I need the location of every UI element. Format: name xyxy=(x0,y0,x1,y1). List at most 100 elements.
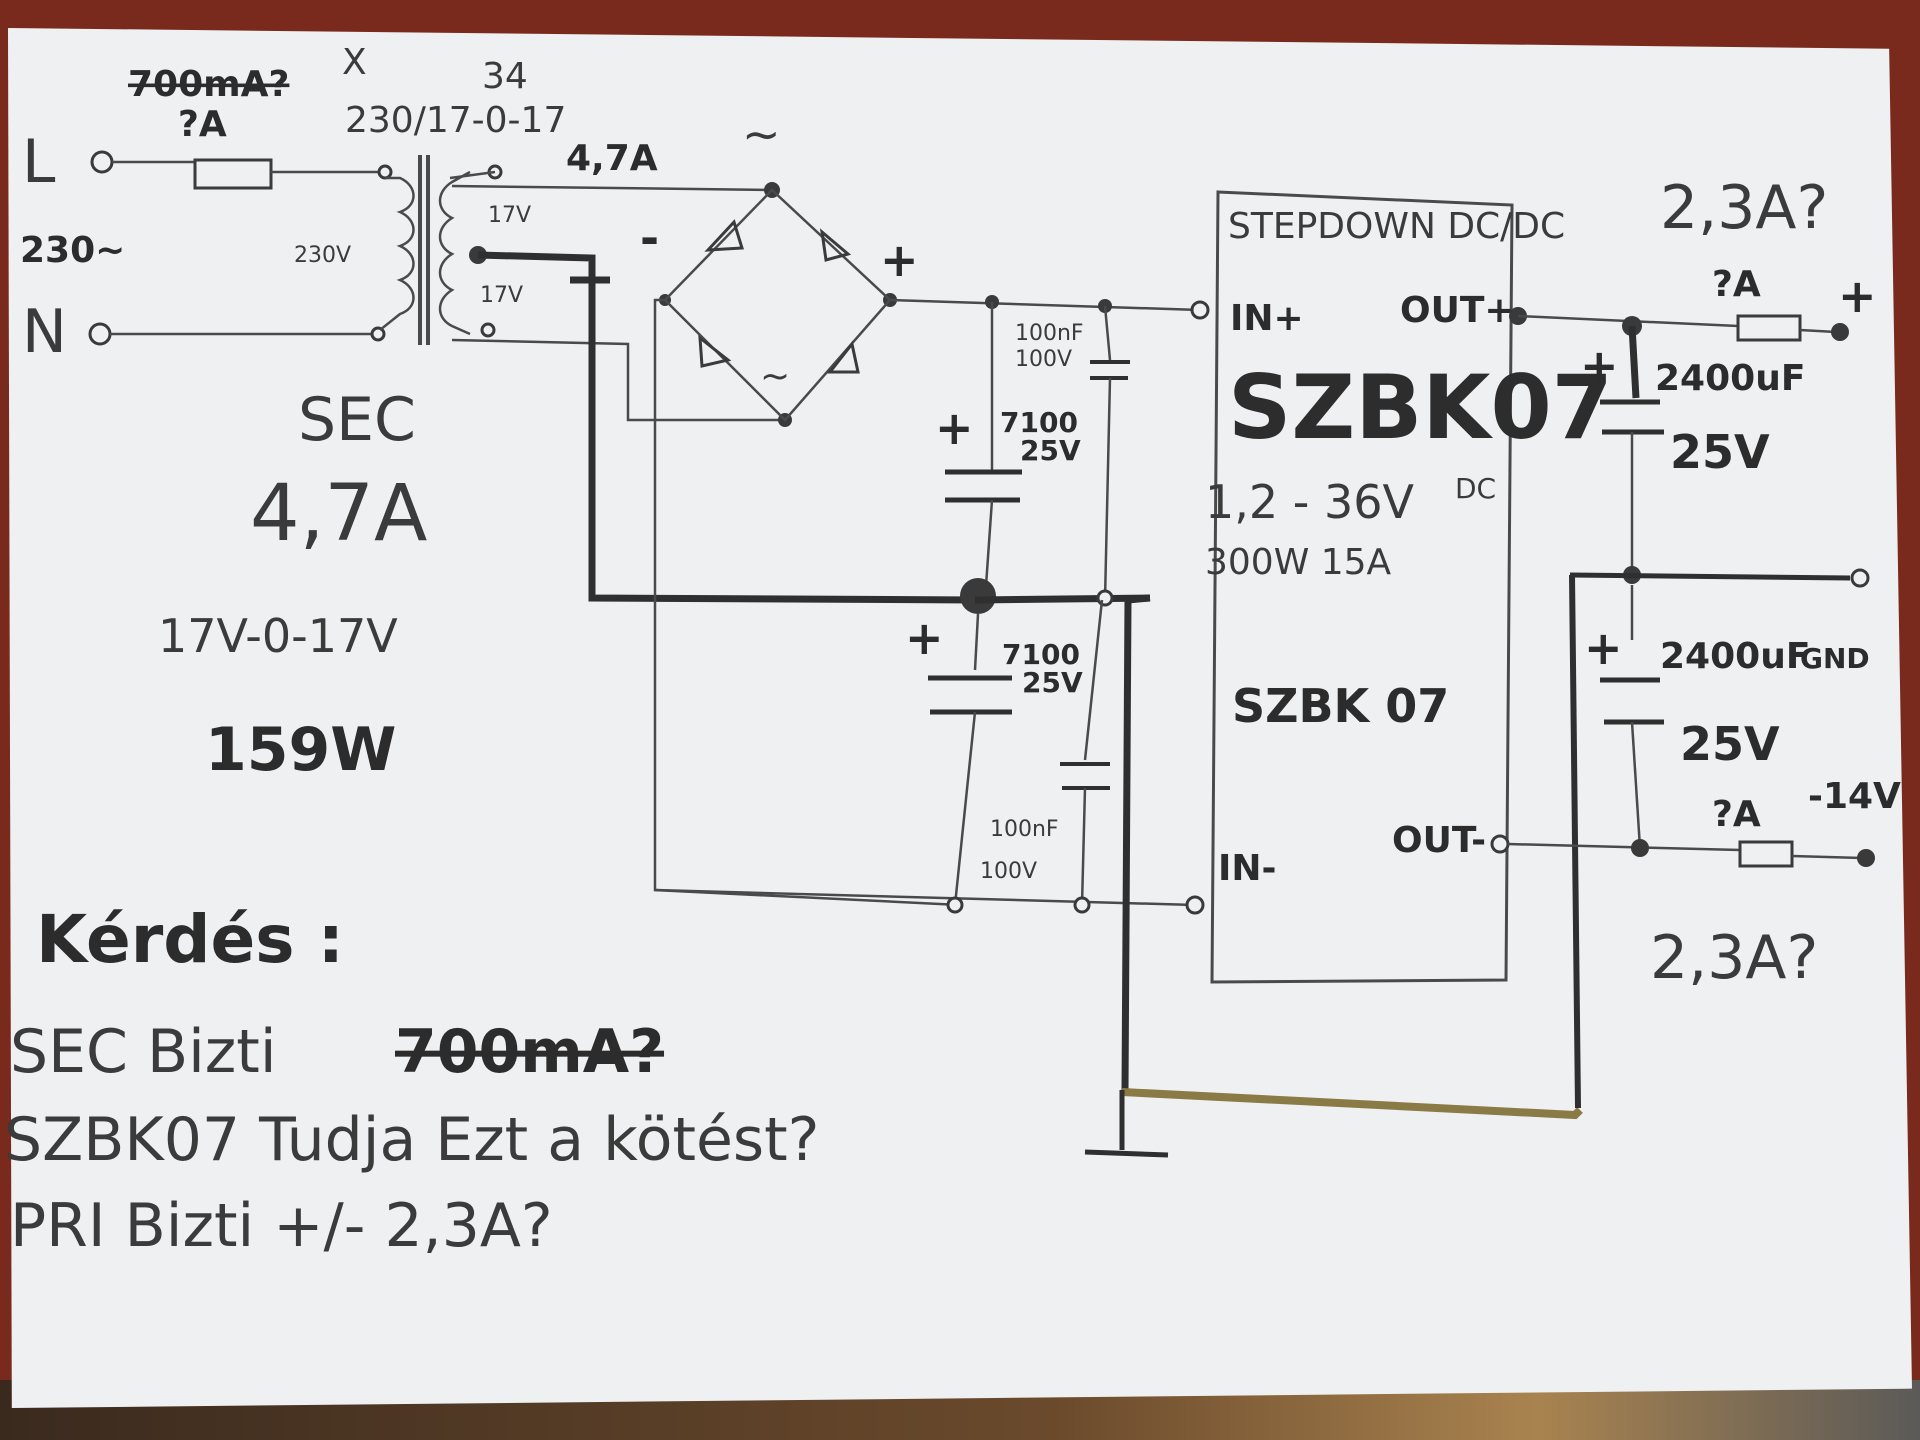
question-2: SZBK07 Tudja Ezt a kötést? xyxy=(4,1105,820,1175)
secondary-winding xyxy=(438,170,471,336)
out-neg-wire-a xyxy=(1507,842,1741,852)
input-fuse-mark: X xyxy=(342,42,367,83)
output-plus-terminal xyxy=(1831,323,1849,341)
input-fuse xyxy=(193,158,273,190)
questions-heading: Kérdés : xyxy=(36,901,344,978)
c5-voltage: 25V xyxy=(1670,425,1770,479)
module-out-minus-label: OUT- xyxy=(1392,820,1486,861)
primary-winding xyxy=(379,176,415,331)
diode-top-left xyxy=(704,219,744,252)
diode-bottom-right xyxy=(826,340,860,374)
transformer-power: 159W xyxy=(205,715,396,785)
primary-bottom-node xyxy=(370,326,386,342)
c2-value: 7100 xyxy=(1000,406,1078,439)
module-name: SZBK07 xyxy=(1228,356,1613,459)
common-ground-node xyxy=(960,578,996,614)
module-out-minus-terminal xyxy=(1490,834,1510,854)
output-current-bottom: 2,3A? xyxy=(1650,923,1818,993)
output-gnd-label: GND xyxy=(1800,642,1870,675)
c6-plus: + xyxy=(1584,621,1623,675)
line-terminal xyxy=(90,150,114,174)
c1-value: 100nF xyxy=(1015,321,1084,346)
sec-top-tie xyxy=(449,170,496,180)
input-fuse-old-value: 700mA? xyxy=(128,64,289,105)
c1-lead-top xyxy=(1103,305,1112,361)
c4-value: 100nF xyxy=(990,817,1059,842)
c3-plates xyxy=(928,675,1012,715)
module-range-dc: DC xyxy=(1455,472,1496,505)
c3-value: 7100 xyxy=(1002,638,1080,671)
c4-plates xyxy=(1060,762,1110,790)
bridge-plus: + xyxy=(880,233,919,287)
c5-plus: + xyxy=(1580,339,1619,393)
common-rail-link xyxy=(974,594,1151,604)
out-cap-bottom-node xyxy=(1631,839,1649,857)
c1-voltage: 100V xyxy=(1015,347,1072,372)
positive-rail-in xyxy=(889,298,1201,312)
c6-voltage: 25V xyxy=(1680,717,1780,771)
c5-lead-top xyxy=(1628,325,1640,399)
module-box xyxy=(1210,190,1514,984)
output-gnd-terminal xyxy=(1850,568,1870,588)
bridge-outline xyxy=(663,188,892,422)
sec-label: SEC xyxy=(298,385,416,455)
output-gnd-to-bus xyxy=(1569,574,1581,1109)
module-title: STEPDOWN DC/DC xyxy=(1228,206,1565,247)
output-minus-terminal xyxy=(1857,849,1875,867)
c3-plus: + xyxy=(905,611,944,665)
output-fuse-bottom-label: ?A xyxy=(1712,794,1761,835)
c1-lead-bottom xyxy=(1103,377,1112,601)
sec-voltage-label: 17V-0-17V xyxy=(158,609,398,663)
module-range: 1,2 - 36V xyxy=(1205,475,1415,529)
output-plus-terminal-label: + xyxy=(1838,269,1877,323)
c6-plates xyxy=(1600,677,1664,725)
c1-ground-node xyxy=(1096,589,1114,607)
primary-voltage-label: 230V xyxy=(294,243,351,268)
neutral-label: N xyxy=(22,297,67,367)
question-1-prefix: SEC Bizti xyxy=(10,1017,276,1087)
neg-rail-node-a xyxy=(946,896,964,914)
c3-lead-bottom xyxy=(953,711,977,906)
c2-plates xyxy=(945,469,1022,503)
secondary-current-label: 4,7A xyxy=(566,138,658,179)
output-fuse-top-label: ?A xyxy=(1712,264,1761,305)
sec-bottom-to-bridge xyxy=(451,338,785,422)
module-ratings: 300W 15A xyxy=(1205,542,1392,583)
c6-lead-bottom xyxy=(1630,721,1642,849)
paper-sheet xyxy=(8,28,1912,1408)
diode-top-right xyxy=(819,228,852,262)
input-ground-drop xyxy=(1121,594,1151,1091)
bridge-ac-top: ~ xyxy=(742,107,781,161)
mains-voltage-label: 230~ xyxy=(20,230,125,271)
c4-lead-top xyxy=(1083,599,1104,761)
question-3: PRI Bizti +/- 2,3A? xyxy=(10,1191,553,1261)
transformer-mark: 34 xyxy=(482,56,528,97)
center-tap-wire xyxy=(477,251,976,604)
sec-current-big: 4,7A xyxy=(250,469,427,559)
c1-plates xyxy=(1090,360,1130,380)
output-fuse-bottom xyxy=(1738,840,1794,868)
question-1-struck: 700mA? xyxy=(395,1017,664,1087)
output-current-top: 2,3A? xyxy=(1660,173,1828,243)
secondary-lower-voltage: 17V xyxy=(480,283,523,308)
secondary-upper-voltage: 17V xyxy=(488,203,531,228)
c5-value: 2400uF xyxy=(1655,358,1805,399)
c2-voltage: 25V xyxy=(1020,434,1081,467)
diode-bottom-left xyxy=(698,334,732,368)
c3-voltage: 25V xyxy=(1022,666,1083,699)
module-in-minus-label: IN- xyxy=(1218,848,1276,889)
neg-rail-node-b xyxy=(1073,896,1091,914)
module-in-plus-terminal xyxy=(1190,300,1210,320)
bridge-minus: - xyxy=(640,211,659,265)
transformer-ratio: 230/17-0-17 xyxy=(345,100,566,141)
c6-value: 2400uF xyxy=(1660,636,1810,677)
c4-lead-bottom xyxy=(1080,787,1087,906)
secondary-bottom-node xyxy=(480,322,496,338)
ground-bus xyxy=(1121,1088,1583,1120)
out-neg-wire-b xyxy=(1791,854,1863,860)
output-fuse-top xyxy=(1736,314,1802,342)
line-label: L xyxy=(22,127,56,197)
earth-bar xyxy=(1084,1149,1169,1158)
